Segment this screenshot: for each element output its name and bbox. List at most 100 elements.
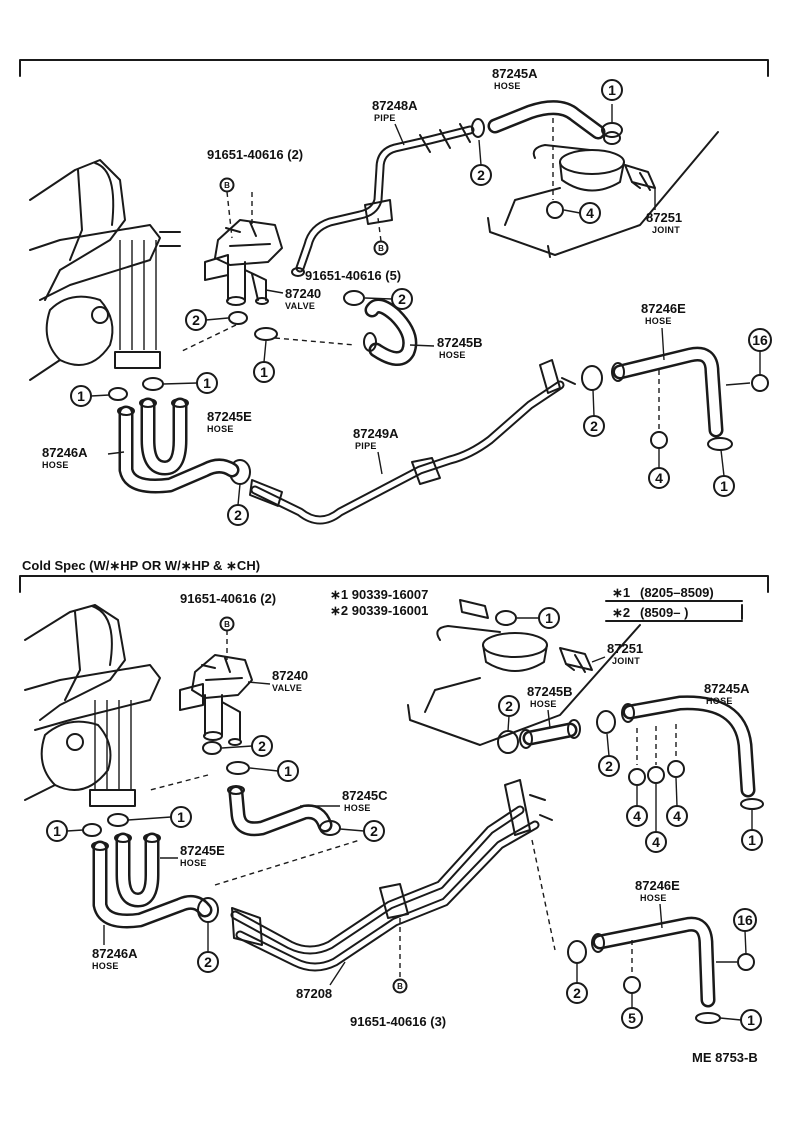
callout-2-top-d: 2 bbox=[583, 415, 605, 437]
callout-1-bot-a: 1 bbox=[538, 607, 560, 629]
legend-mark-1: ∗1 bbox=[612, 585, 630, 600]
callout-1-bot-b: 1 bbox=[277, 760, 299, 782]
label-87246E-top: 87246E bbox=[641, 301, 686, 316]
hose-87245A-shape bbox=[471, 100, 621, 145]
label-87240-bottom: 87240 bbox=[272, 668, 308, 683]
callout-5-bot: 5 bbox=[621, 1007, 643, 1029]
type-87246A-top: HOSE bbox=[42, 460, 69, 470]
svg-text:2: 2 bbox=[258, 738, 266, 754]
label-bolt-a-bottom: 91651-40616 (2) bbox=[180, 591, 276, 606]
hose-87245B-shape bbox=[363, 298, 418, 366]
label-87208: 87208 bbox=[296, 986, 332, 1001]
label-90339-1: ∗1 90339-16007 bbox=[330, 587, 428, 602]
svg-text:2: 2 bbox=[370, 823, 378, 839]
svg-text:4: 4 bbox=[673, 808, 681, 824]
type-87248A: PIPE bbox=[374, 113, 396, 123]
callout-16-top: 16 bbox=[748, 328, 772, 352]
callout-1-top-d: 1 bbox=[196, 372, 218, 394]
label-87246A-bottom: 87246A bbox=[92, 946, 138, 961]
svg-text:4: 4 bbox=[633, 808, 641, 824]
bolt-marker-a-bottom bbox=[219, 616, 235, 632]
callout-2-top-c: 2 bbox=[185, 309, 207, 331]
label-90339-2: ∗2 90339-16001 bbox=[330, 603, 428, 618]
callout-16-bot: 16 bbox=[733, 908, 757, 932]
callout-1-top-b: 1 bbox=[253, 361, 275, 383]
callout-2-top-a: 2 bbox=[470, 164, 492, 186]
bolt-markers-bottom: B B bbox=[219, 616, 408, 994]
label-bolt-a-top: 91651-40616 (2) bbox=[207, 147, 303, 162]
svg-text:2: 2 bbox=[573, 985, 581, 1001]
callout-1-bot-d: 1 bbox=[46, 820, 68, 842]
svg-text:4: 4 bbox=[655, 470, 663, 486]
tank-outline-bottom bbox=[407, 599, 641, 746]
hose-87245E-bottom-shape bbox=[114, 832, 161, 908]
tank-outline-top bbox=[487, 118, 719, 258]
date-legend: ∗1 (8205–8509) ∗2 (8509– ) bbox=[605, 585, 743, 622]
label-bolt-c-bottom: 91651-40616 (3) bbox=[350, 1014, 446, 1029]
type-87246E-bottom: HOSE bbox=[640, 893, 667, 903]
joint-87251-bottom bbox=[559, 647, 593, 673]
type-87245A-top: HOSE bbox=[494, 81, 521, 91]
svg-text:1: 1 bbox=[77, 388, 85, 404]
svg-text:B: B bbox=[224, 620, 230, 629]
clamps-top bbox=[108, 104, 733, 485]
callout-1-top-c: 1 bbox=[70, 385, 92, 407]
pipe-87249A-shape bbox=[249, 359, 576, 525]
type-87246A-bottom: HOSE bbox=[92, 961, 119, 971]
callout-1-bot-c: 1 bbox=[741, 829, 763, 851]
label-87245A-bottom: 87245A bbox=[704, 681, 750, 696]
hose-87245E-shape bbox=[139, 397, 189, 476]
callout-2-bot-c: 2 bbox=[598, 755, 620, 777]
svg-text:1: 1 bbox=[608, 82, 616, 98]
bolt-markers-top: B B bbox=[219, 177, 389, 256]
label-87245B-top: 87245B bbox=[437, 335, 483, 350]
type-87245A-bottom: HOSE bbox=[706, 696, 733, 706]
label-87245C: 87245C bbox=[342, 788, 388, 803]
label-87245A-top: 87245A bbox=[492, 66, 538, 81]
svg-text:2: 2 bbox=[605, 758, 613, 774]
svg-text:4: 4 bbox=[586, 205, 594, 221]
svg-text:2: 2 bbox=[204, 954, 212, 970]
label-87245E-bottom: 87245E bbox=[180, 843, 225, 858]
label-87245E-top: 87245E bbox=[207, 409, 252, 424]
bottom-assembly: Cold Spec (W/∗HP OR W/∗HP & ∗CH) ∗1 (820… bbox=[19, 558, 769, 1065]
engine-block-top bbox=[29, 159, 181, 381]
label-87248A: 87248A bbox=[372, 98, 418, 113]
label-bolt-b-top: 91651-40616 (5) bbox=[305, 268, 401, 283]
svg-text:B: B bbox=[224, 181, 230, 190]
type-87251-top: JOINT bbox=[652, 225, 680, 235]
svg-text:1: 1 bbox=[53, 823, 61, 839]
engine-block-bottom bbox=[24, 604, 161, 807]
callout-2-bot-b: 2 bbox=[251, 735, 273, 757]
callout-2-top-b: 2 bbox=[391, 288, 413, 310]
heater-valve-bottom bbox=[179, 630, 253, 746]
svg-text:2: 2 bbox=[234, 507, 242, 523]
section-title-cold-spec: Cold Spec (W/∗HP OR W/∗HP & ∗CH) bbox=[22, 558, 260, 573]
type-87245E-top: HOSE bbox=[207, 424, 234, 434]
svg-text:16: 16 bbox=[737, 912, 753, 928]
label-87251-top: 87251 bbox=[646, 210, 682, 225]
hose-87245C-shape bbox=[227, 785, 333, 837]
label-87240-top: 87240 bbox=[285, 286, 321, 301]
callout-4-bot-b: 4 bbox=[645, 831, 667, 853]
hose-87245A-bottom-shape bbox=[621, 695, 756, 798]
label-87251-bottom: 87251 bbox=[607, 641, 643, 656]
plug-90339 bbox=[459, 599, 489, 619]
figure-code: ME 8753-B bbox=[692, 1050, 758, 1065]
hose-87245B-bottom-shape bbox=[497, 719, 581, 754]
callout-4-bot-a: 4 bbox=[626, 805, 648, 827]
callouts-top: 1 2 4 2 2 1 1 1 16 2 4 1 2 bbox=[70, 79, 772, 526]
callout-4-top-a: 4 bbox=[579, 202, 601, 224]
svg-text:2: 2 bbox=[398, 291, 406, 307]
callout-1-top-e: 1 bbox=[713, 475, 735, 497]
legend-text-2: (8509– ) bbox=[640, 605, 688, 620]
callout-2-bot-a: 2 bbox=[498, 695, 520, 717]
svg-text:1: 1 bbox=[284, 763, 292, 779]
svg-text:2: 2 bbox=[505, 698, 513, 714]
bottom-frame-bracket bbox=[19, 575, 769, 593]
svg-text:4: 4 bbox=[652, 834, 660, 850]
svg-text:16: 16 bbox=[752, 332, 768, 348]
callout-2-top-e: 2 bbox=[227, 504, 249, 526]
callout-2-bot-d: 2 bbox=[363, 820, 385, 842]
svg-text:B: B bbox=[378, 244, 384, 253]
